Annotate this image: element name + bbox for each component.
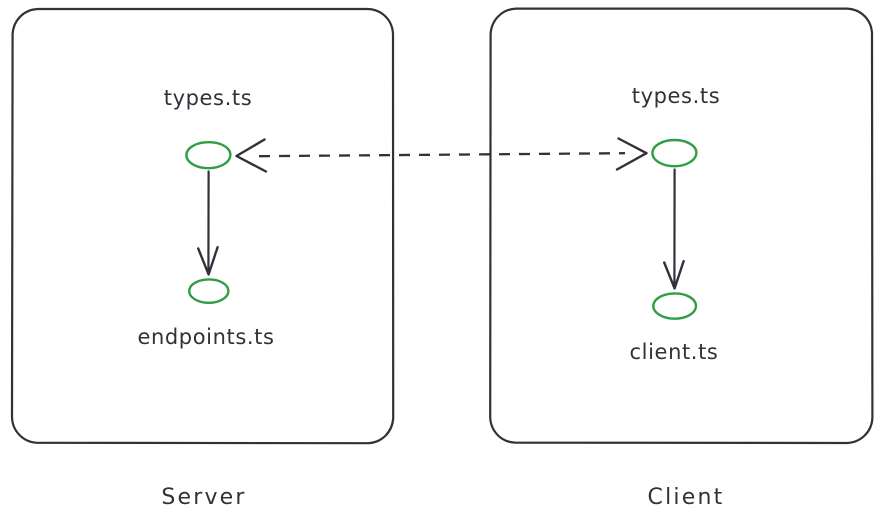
label-server-endpoints: endpoints.ts bbox=[137, 325, 274, 349]
node-server-types[interactable] bbox=[185, 140, 232, 170]
types-sync-arrowhead-left bbox=[235, 138, 268, 173]
server-endpoints-ellipse bbox=[188, 278, 230, 305]
server-panel-border bbox=[10, 7, 395, 445]
server-types-ellipse bbox=[185, 140, 232, 170]
label-group-client: Client bbox=[648, 485, 725, 510]
client-panel-border bbox=[489, 7, 874, 445]
server-edge-arrowhead bbox=[197, 246, 219, 276]
edge-client-types-to-client bbox=[663, 168, 685, 290]
node-server-endpoints[interactable] bbox=[188, 278, 230, 305]
client-types-ellipse bbox=[651, 138, 698, 168]
types-sync-arrowhead-right bbox=[615, 137, 648, 171]
group-client[interactable] bbox=[489, 7, 874, 445]
node-client-client[interactable] bbox=[652, 292, 698, 320]
node-client-types[interactable] bbox=[651, 138, 698, 168]
label-group-server: Server bbox=[161, 485, 246, 510]
edge-types-sync bbox=[235, 137, 648, 173]
label-client-types: types.ts bbox=[632, 84, 721, 108]
group-server[interactable] bbox=[10, 7, 395, 445]
label-server-types: types.ts bbox=[164, 86, 253, 110]
types-sync-dashed-line bbox=[258, 152, 626, 158]
label-client-client: client.ts bbox=[630, 340, 719, 364]
client-edge-arrowhead bbox=[663, 260, 685, 290]
edge-server-types-to-endpoints bbox=[197, 170, 219, 276]
client-client-ellipse bbox=[652, 292, 698, 320]
